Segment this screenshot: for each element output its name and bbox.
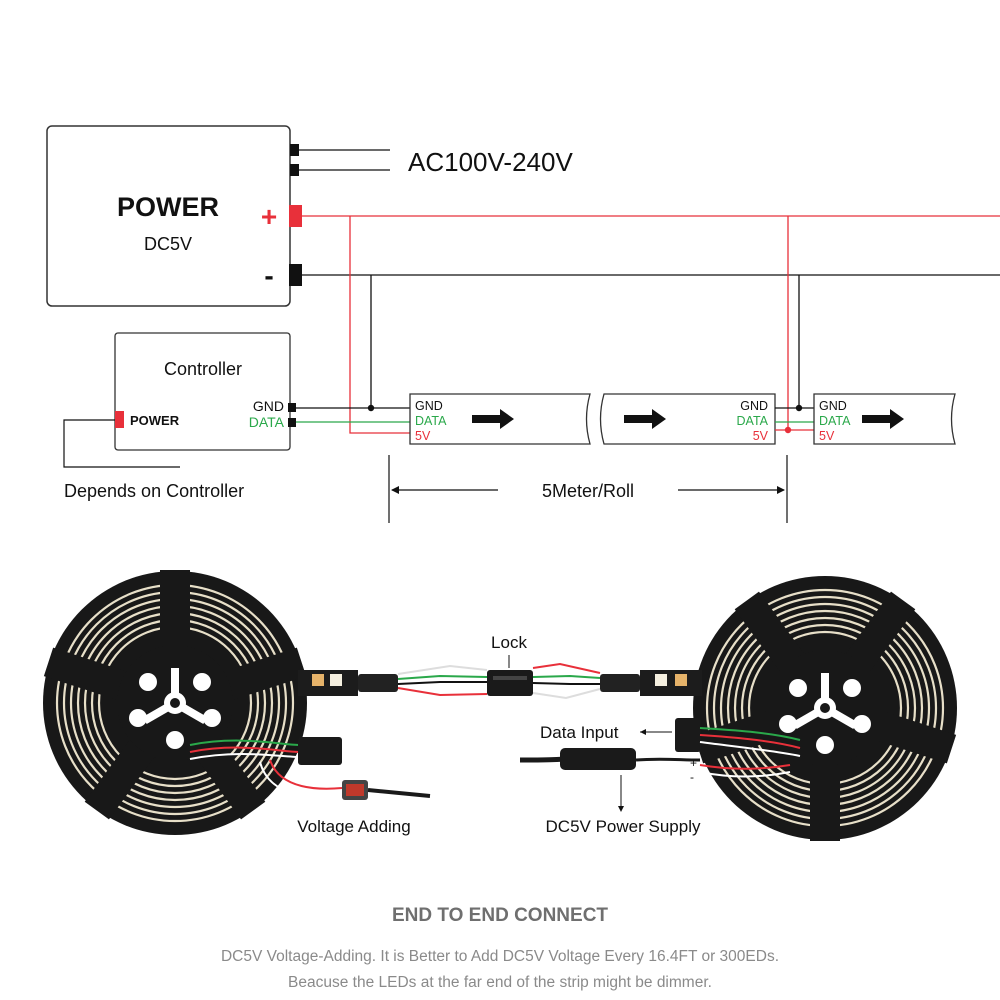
plus-mark: + <box>690 756 697 770</box>
strip2-5v: 5V <box>753 429 769 443</box>
strip1-data: DATA <box>415 414 447 428</box>
left-led-reel <box>43 570 307 835</box>
controller-power-wire <box>63 419 180 468</box>
ac-terminal-2 <box>290 164 299 176</box>
strip1-gnd: GND <box>415 399 443 413</box>
ac-terminal-1 <box>290 144 299 156</box>
plus-terminal <box>289 205 302 227</box>
direction-arrow-icon <box>472 409 514 429</box>
power-supply-label: DC5V Power Supply <box>546 817 701 836</box>
plus-terminal-label: + <box>261 201 277 232</box>
direction-arrow-icon <box>624 409 666 429</box>
length-label: 5Meter/Roll <box>542 481 634 501</box>
strip2-data: DATA <box>737 414 769 428</box>
left-3pin-connector <box>298 737 342 765</box>
length-dimension <box>388 455 788 523</box>
power-supply-box: POWER DC5V + - <box>46 125 302 307</box>
strip3-data: DATA <box>819 414 851 428</box>
left-strip-end <box>298 670 398 696</box>
lock-connector-cables <box>397 662 601 700</box>
controller-note: Depends on Controller <box>64 481 244 501</box>
voltage-adding-label: Voltage Adding <box>297 817 410 836</box>
data-input-connector <box>675 718 701 752</box>
strip3-5v: 5V <box>819 429 835 443</box>
data-input-label: Data Input <box>540 723 619 742</box>
strip-segment-3: GND DATA 5V <box>813 393 956 445</box>
controller-power-port <box>115 411 124 428</box>
caption-title: END TO END CONNECT <box>391 905 609 926</box>
strip2-gnd: GND <box>740 399 768 413</box>
left-wire-bundle <box>189 737 431 800</box>
power-voltage: DC5V <box>144 234 192 254</box>
minus-terminal <box>289 264 302 286</box>
right-led-reel <box>693 576 957 841</box>
controller-title: Controller <box>164 359 242 379</box>
strip-segment-1: GND DATA 5V <box>409 393 591 445</box>
strip1-5v: 5V <box>415 429 431 443</box>
ac-input-wires <box>299 149 390 171</box>
minus-terminal-label: - <box>264 260 273 291</box>
strip-segment-2: GND DATA 5V <box>599 393 776 445</box>
ac-voltage-label: AC100V-240V <box>408 147 573 177</box>
controller-gnd-label: GND <box>253 398 284 414</box>
caption-line-2: Beacuse the LEDs at the far end of the s… <box>288 974 712 991</box>
controller-data-label: DATA <box>249 414 285 430</box>
lock-label: Lock <box>491 633 527 652</box>
controller-power-label: POWER <box>130 413 180 428</box>
caption-line-1: DC5V Voltage-Adding. It is Better to Add… <box>220 948 779 965</box>
power-bus <box>302 215 1000 434</box>
right-strip-end <box>600 670 702 696</box>
power-title: POWER <box>117 192 219 222</box>
right-power-input <box>519 718 801 778</box>
controller-box: Controller POWER GND DATA <box>114 332 296 451</box>
controller-data-terminal <box>288 418 296 427</box>
lock-connector <box>487 670 533 696</box>
direction-arrow-icon <box>862 409 904 429</box>
power-inline-plug <box>560 748 636 770</box>
controller-gnd-terminal <box>288 403 296 412</box>
strip3-gnd: GND <box>819 399 847 413</box>
minus-mark: - <box>690 770 694 784</box>
